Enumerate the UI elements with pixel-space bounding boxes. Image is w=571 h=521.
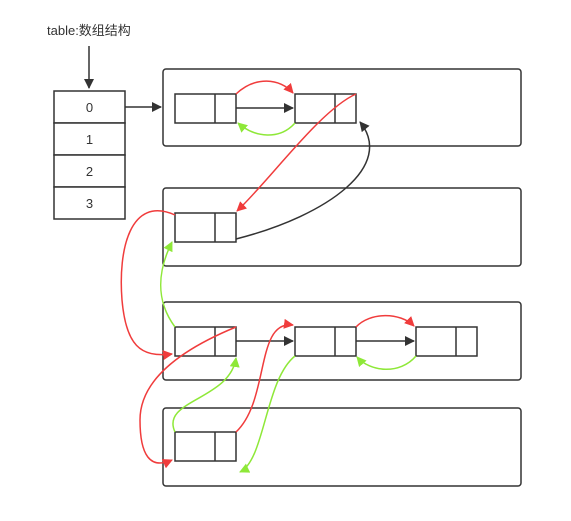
after-arrow-black (235, 121, 371, 240)
node-b1-1 (174, 212, 237, 243)
node-b2-2 (294, 326, 357, 357)
array-cell-3 (53, 186, 126, 220)
node-b3-1 (174, 431, 237, 462)
before-arrow-green-5 (356, 355, 417, 370)
node-b0-1 (174, 93, 237, 124)
before-arrow-green-3 (172, 357, 240, 433)
array-table: 0 1 2 3 (53, 90, 126, 220)
array-index-1: 1 (86, 132, 93, 147)
before-arrow-green-2 (160, 241, 176, 328)
array-index-0: 0 (86, 100, 93, 115)
before-arrow-green-1 (237, 122, 296, 136)
diagram-title: table:数组结构 (47, 23, 131, 38)
after-arrow-red-3 (120, 210, 176, 361)
after-arrow-red-2 (236, 93, 357, 212)
before-arrow-green-4 (239, 355, 296, 473)
after-arrow-red-1 (235, 80, 294, 95)
bucket-box-3 (162, 407, 522, 487)
after-arrow-red-6 (355, 314, 415, 328)
node-b2-3 (415, 326, 478, 357)
after-arrow-red-4 (139, 326, 237, 469)
array-cell-1 (53, 122, 126, 156)
array-index-2: 2 (86, 164, 93, 179)
array-index-3: 3 (86, 196, 93, 211)
bucket-box-1 (162, 187, 522, 267)
after-arrow-red-5 (235, 318, 294, 433)
